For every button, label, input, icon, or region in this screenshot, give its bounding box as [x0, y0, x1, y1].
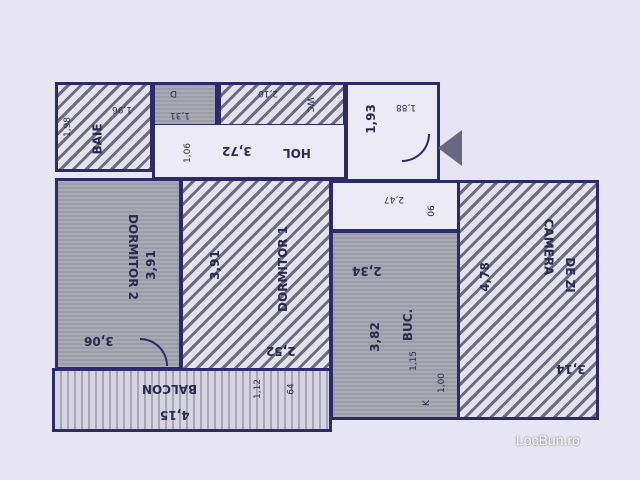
balcon-dim-3: 64 [286, 383, 297, 395]
room-wc [218, 82, 346, 127]
dormitor-2-dim-length: 3,91 [143, 250, 158, 280]
wc-label: WC [304, 97, 315, 113]
camera-label: CAMERA [541, 218, 556, 276]
room-dormitor-1 [180, 178, 332, 372]
room-dormitor-2 [55, 178, 182, 370]
buc-k-label: K [421, 400, 432, 406]
camera-label-2: DE ZI [562, 257, 577, 293]
hol-dim-width: 1,06 [183, 142, 194, 164]
d-label: D [170, 88, 177, 98]
baie-dim-2: 1,96 [112, 104, 133, 114]
baie-label: BAIE [90, 123, 105, 155]
buc-dim-3: 1,15 [409, 350, 420, 372]
dormitor-1-dim-width: 2,52 [266, 344, 296, 358]
buc-dim-length: 3,82 [367, 322, 382, 352]
baie-dim-1: 1,98 [63, 116, 74, 138]
room-hol-entry [345, 82, 440, 182]
buc-dim-width: 2,34 [352, 264, 382, 278]
wc-dim: 2,10 [258, 88, 279, 98]
room-bucatarie [330, 230, 460, 420]
room-balcon [52, 368, 332, 432]
watermark-logo: LocBun.ro [516, 432, 580, 448]
balcon-dim-2: 1,12 [253, 378, 264, 400]
dormitor-2-label: DORMITOR 2 [125, 214, 140, 300]
room-baie [55, 82, 153, 172]
camera-dim-length: 4,78 [477, 262, 492, 292]
balcon-dim-length: 4,15 [160, 408, 190, 422]
hall-small-dim: 2,47 [384, 194, 405, 204]
entrance-arrow-icon [438, 130, 462, 166]
balcon-label: BALCON [142, 382, 198, 396]
room-hall-small [330, 180, 460, 232]
d-dim: 1,31 [170, 110, 191, 120]
dormitor-2-dim-width: 3,06 [84, 334, 114, 348]
hol-dim-entry-2: 1,88 [396, 102, 417, 112]
hall-small-dim-2: 90 [424, 205, 435, 217]
hol-label: HOL [283, 146, 311, 160]
buc-dim-4: 1,00 [437, 372, 448, 394]
buc-label: BUC. [401, 308, 416, 342]
camera-dim-width: 3,14 [556, 362, 586, 376]
dormitor-1-dim-length: 3,91 [207, 250, 222, 280]
room-d [152, 82, 218, 127]
hol-dim-entry: 1,93 [363, 104, 378, 134]
dormitor-1-label: DORMITOR 1 [275, 226, 290, 312]
hol-dim-length: 3,72 [222, 144, 252, 158]
room-camera-de-zi [457, 180, 599, 420]
